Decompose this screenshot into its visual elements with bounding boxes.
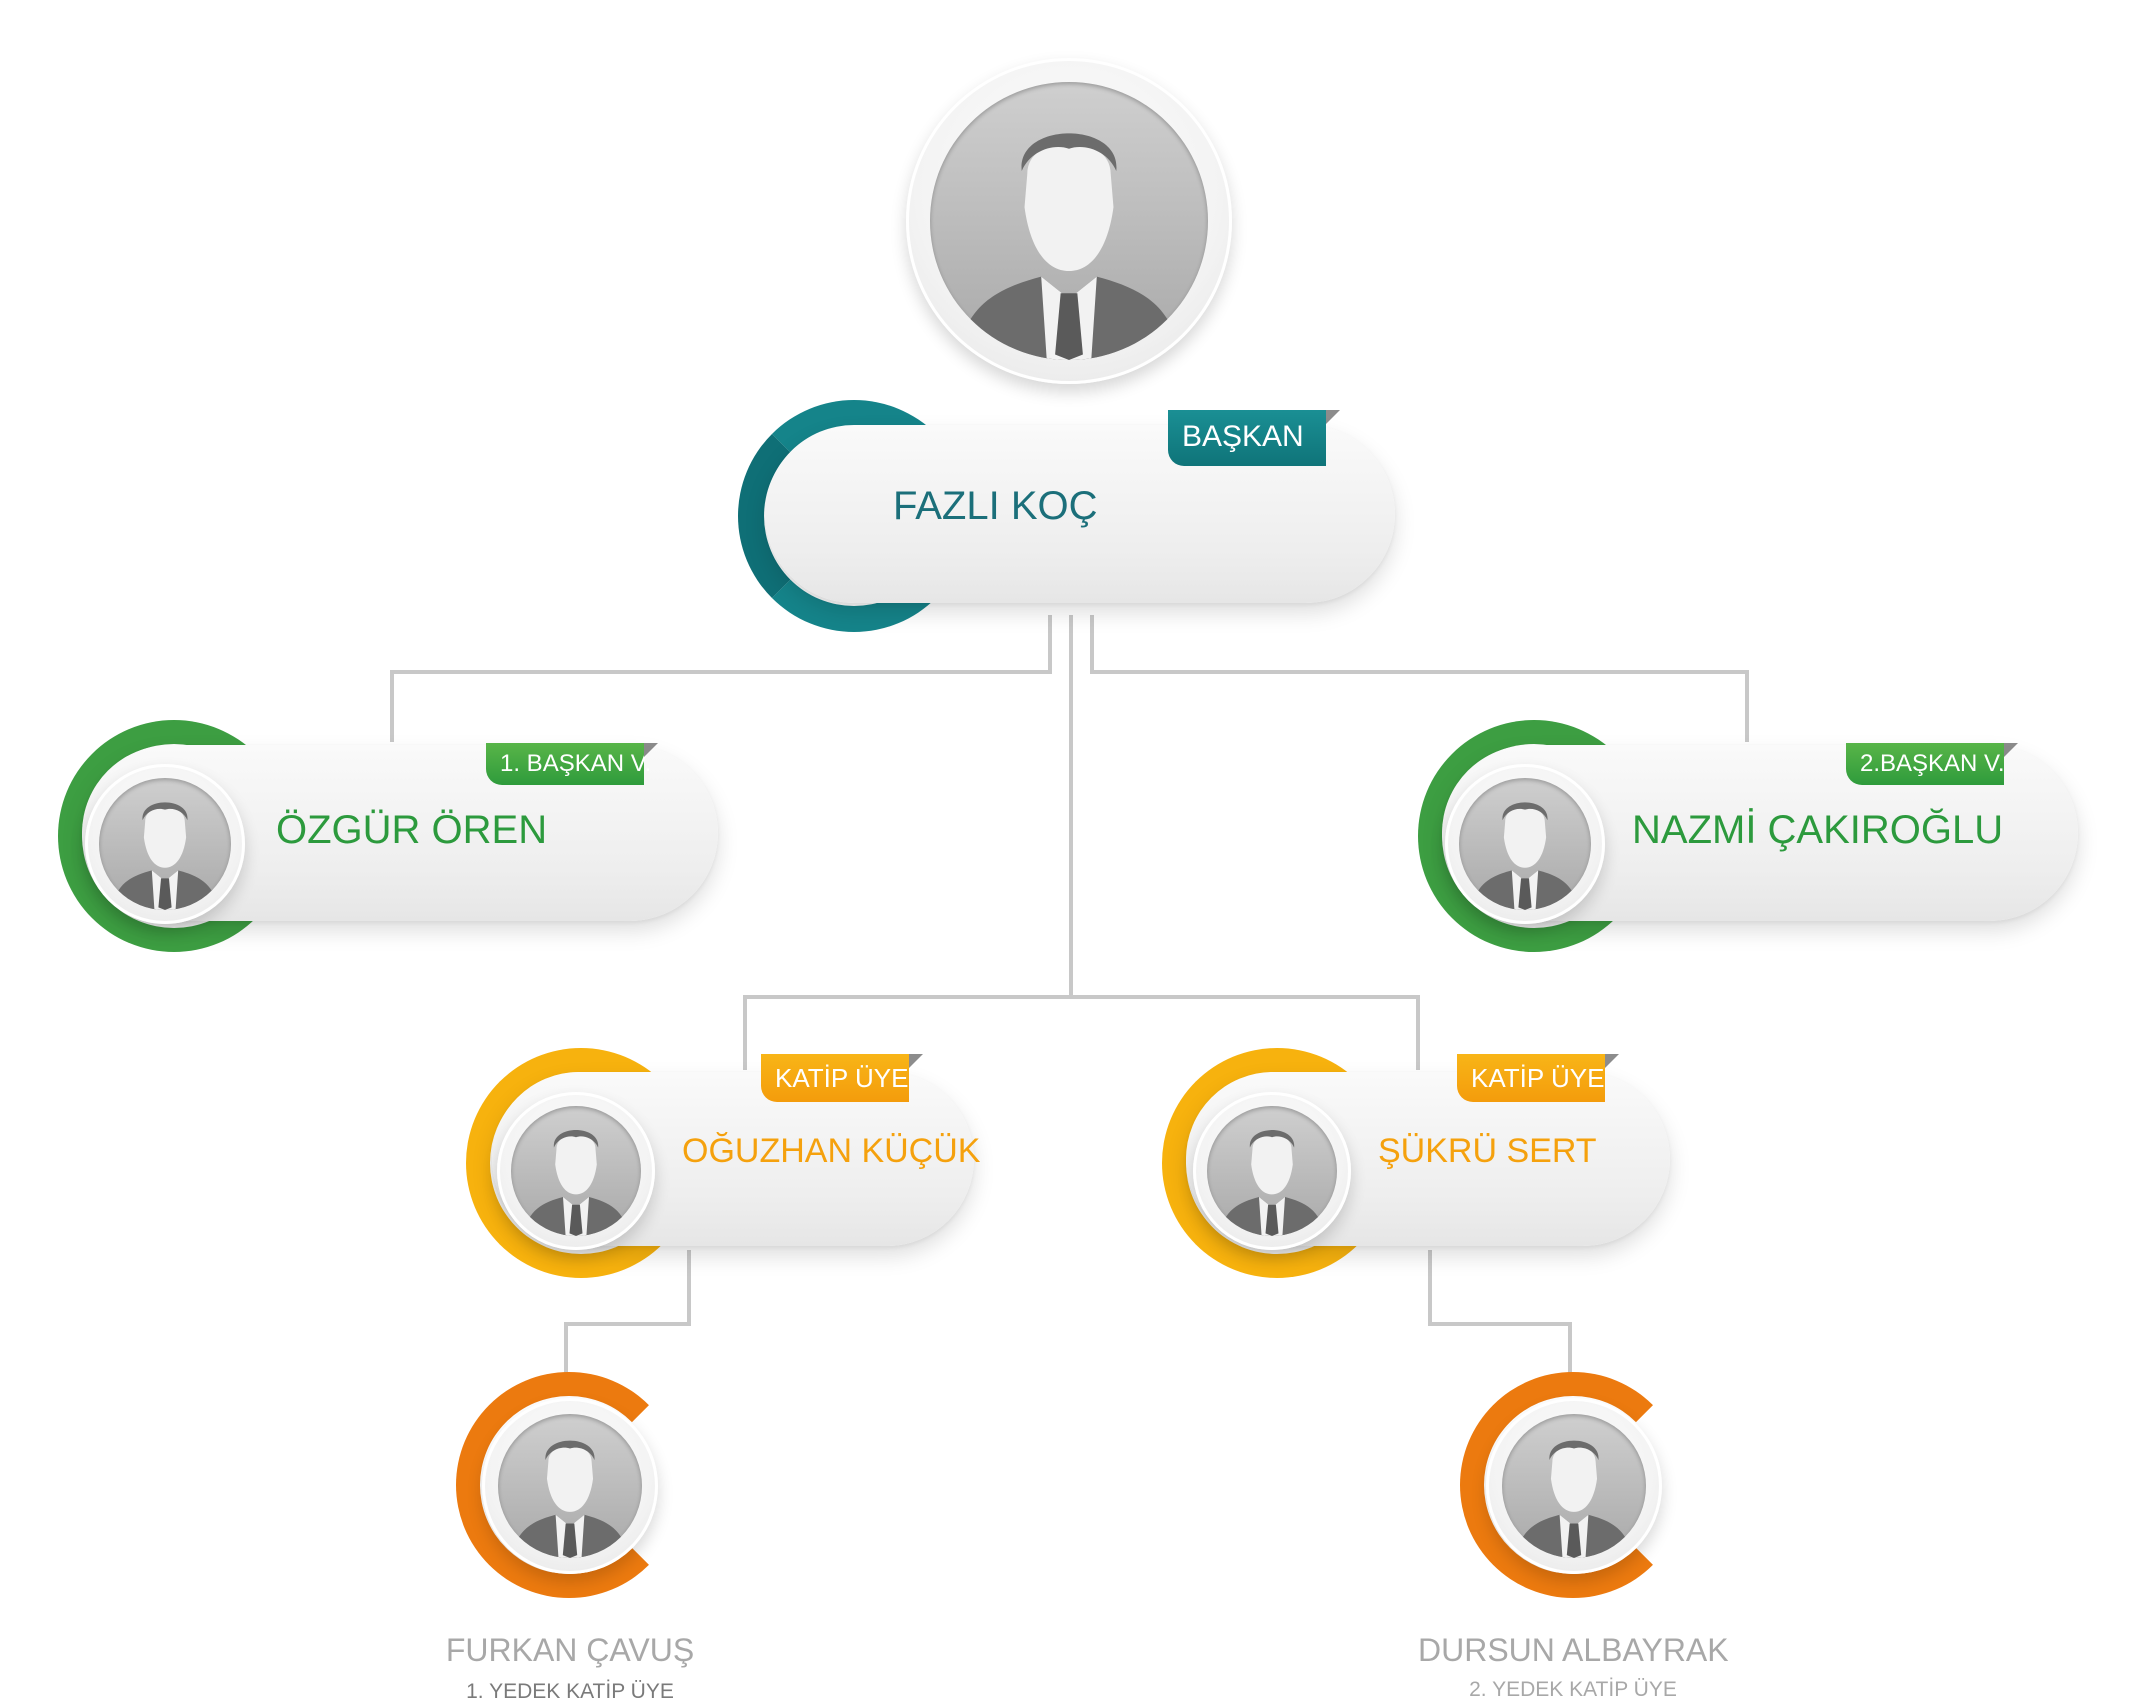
person-silhouette-icon xyxy=(99,778,231,910)
person-silhouette-icon xyxy=(930,82,1208,360)
clerk-1-name: OĞUZHAN KÜÇÜK xyxy=(682,1132,981,1170)
alt-2-avatar xyxy=(1486,1398,1662,1574)
chair-name: FAZLI KOÇ xyxy=(893,484,1098,528)
vice-2-avatar xyxy=(1445,764,1605,924)
vice-2-role-tab: 2.BAŞKAN V. xyxy=(1846,743,2018,785)
alt-1-avatar xyxy=(482,1398,658,1574)
alt-2-role: 2. YEDEK KATİP ÜYE xyxy=(1469,1678,1677,1701)
alt-2-name: DURSUN ALBAYRAK xyxy=(1418,1632,1729,1668)
clerk-2-role-tab: KATİP ÜYE xyxy=(1457,1054,1619,1102)
vice-1-name: ÖZGÜR ÖREN xyxy=(276,808,548,852)
alt-1-role: 1. YEDEK KATİP ÜYE xyxy=(466,1680,674,1703)
vice-1-avatar xyxy=(85,764,245,924)
alt-1-name: FURKAN ÇAVUŞ xyxy=(445,1632,695,1668)
person-silhouette-icon xyxy=(511,1106,641,1236)
clerk-1-role-tab: KATİP ÜYE xyxy=(761,1054,923,1102)
vice-2-name: NAZMİ ÇAKIROĞLU xyxy=(1632,808,2004,852)
person-silhouette-icon xyxy=(1207,1106,1337,1236)
clerk-2-name: ŞÜKRÜ SERT xyxy=(1378,1132,1597,1170)
clerk-2-avatar xyxy=(1193,1092,1351,1250)
chair-avatar xyxy=(906,58,1232,384)
person-silhouette-icon xyxy=(1502,1414,1646,1558)
person-silhouette-icon xyxy=(498,1414,642,1558)
chair-role-tab: BAŞKAN xyxy=(1168,410,1340,466)
person-silhouette-icon xyxy=(1459,778,1591,910)
clerk-1-avatar xyxy=(497,1092,655,1250)
vice-1-role-tab: 1. BAŞKAN V. xyxy=(486,743,658,785)
